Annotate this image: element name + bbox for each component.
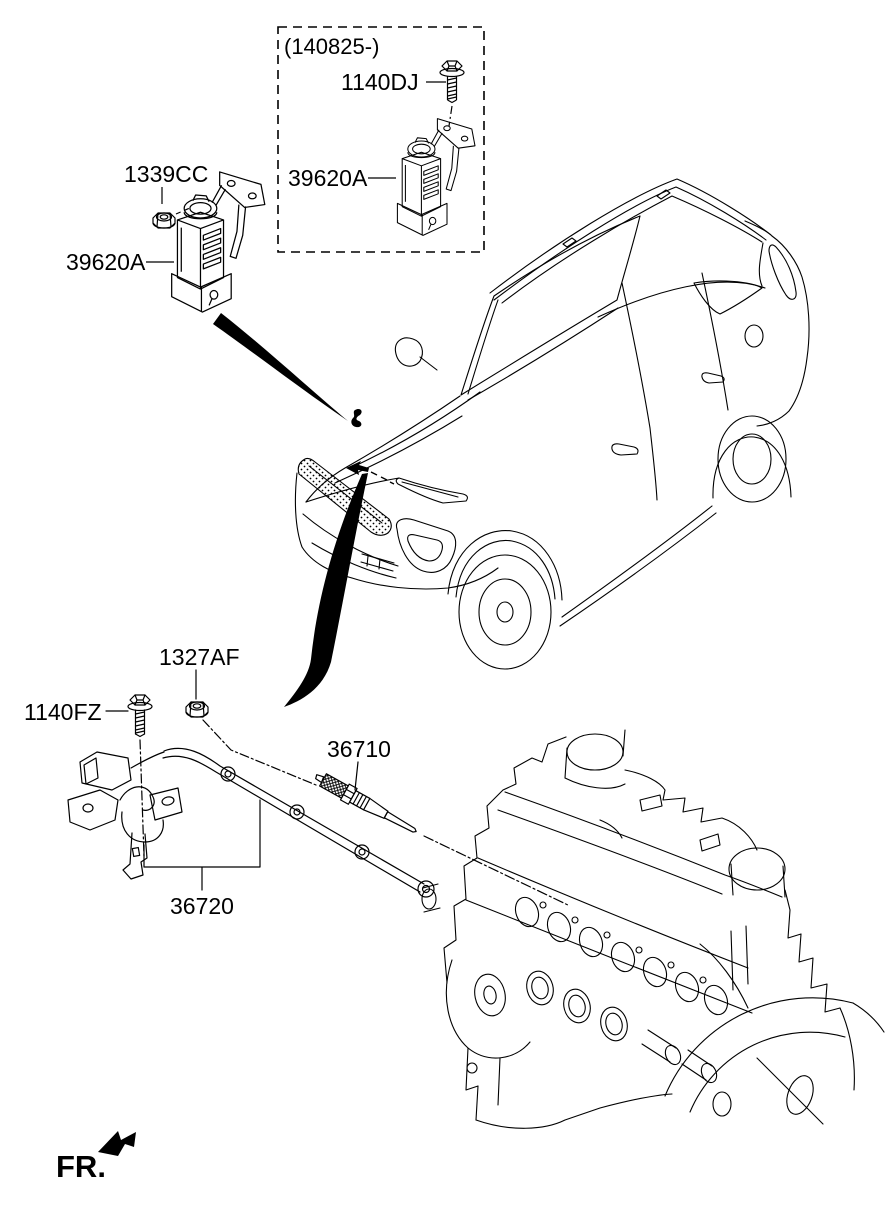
swoosh-module-to-hood [213,313,348,421]
dashline-36710 [423,835,571,907]
car-door-handle [611,443,639,456]
label-36720: 36720 [170,893,234,919]
engine-injector-bosses [526,970,628,1042]
car-windshield [460,215,641,396]
hood-arrow-dashes [370,471,395,485]
car-sill [561,505,713,618]
car-rear-wheel [717,415,787,503]
car-door-handle-rear [701,372,725,384]
hood-arrow-marker [346,461,369,475]
leader-swooshes [213,313,369,707]
car-quarter-window [693,280,763,315]
swoosh-grille-to-harness [284,473,368,707]
harness-bracket-icon [67,786,183,880]
label-36710: 36710 [327,736,391,762]
car-headlamp [395,477,468,504]
label-39620a-upper: 39620A [288,165,368,191]
car-grille [297,457,392,536]
car-bumper [294,472,353,579]
left-module-group: 1339CC 39620A [66,161,266,313]
car-fog-lamp [395,518,457,573]
hood-clip-marker [351,408,362,428]
front-direction-arrow-icon [98,1131,136,1156]
car-rear-end [756,235,810,427]
engine-exhaust-stubs [641,1029,713,1081]
leader-36710 [354,761,359,791]
label-1140fz: 1140FZ [24,699,102,725]
label-1140dj: 1140DJ [341,69,419,95]
car-taillight [768,244,797,300]
relay-module-left-icon [171,171,266,313]
harness-rail-icon [79,747,435,898]
variant-dashed-box: (140825-) 1140DJ 39620A [277,26,485,253]
engine-oil-cap [566,733,624,771]
relay-module-upper-icon [396,118,476,236]
car-mirror [394,337,438,371]
fr-marker: FR. [56,1131,136,1184]
harness-group: 1327AF 1140FZ 36710 [24,644,571,919]
engine-cap-right [728,847,786,891]
nut-1339cc-icon [152,212,176,229]
label-39620a-left: 39620A [66,249,146,275]
engine-intake-ports [514,896,729,1016]
engine-left-edge [443,736,567,984]
label-1327af: 1327AF [159,644,240,670]
dashline-1140fz [139,739,145,857]
engine-right-edge [784,889,841,1013]
car-front-wheel [458,554,552,670]
dashline-1339cc [175,206,193,215]
car-b-pillar [621,282,651,429]
leader-36720-bracket [143,799,261,891]
engine-illustration [421,729,885,1129]
car-illustration [294,178,810,670]
label-1339cc: 1339CC [124,161,208,187]
dashline-1327af [202,719,317,786]
engine-top-edge [624,769,758,851]
variant-date-label: (140825-) [284,34,379,59]
car-rear-wheel-arch [712,436,792,499]
car-front-wheel-arch [447,530,563,601]
bolt-1140fz-icon [127,694,153,738]
car-roofline [489,178,772,294]
engine-flywheel-arc [664,997,854,1097]
fr-label: FR. [56,1149,106,1184]
nut-1327af-icon [185,701,209,718]
car-fuel-door [744,324,764,348]
